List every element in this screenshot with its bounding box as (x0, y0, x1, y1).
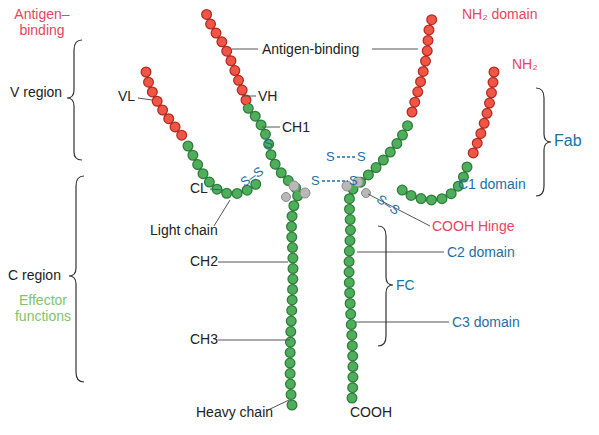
right-light-variable (470, 72, 494, 160)
domain-label: CL (190, 180, 208, 196)
terminus-label: COOH (350, 404, 392, 420)
v-region-brace (67, 40, 82, 160)
leader-line (356, 322, 449, 323)
disulfide-label: S–S (373, 191, 402, 218)
region-label: C region (8, 267, 61, 283)
leader-line (232, 49, 258, 50)
fc-brace (378, 226, 393, 346)
sulfur-label: S (264, 136, 273, 152)
chain-label: Heavy chain (196, 404, 273, 420)
right-heavy-constant (349, 120, 410, 398)
right-heavy-variable (412, 12, 434, 112)
region-title: Antigen– binding (6, 6, 78, 38)
right-light-constant (400, 167, 467, 200)
leader-lines (138, 49, 449, 410)
domain-label: C1 domain (458, 176, 526, 192)
right-light-variable (470, 72, 494, 160)
sulfur-bead (362, 189, 371, 198)
leader-line (218, 340, 290, 341)
sulfur-bead (289, 181, 299, 191)
left-heavy-constant (248, 108, 300, 405)
domain-label: C3 domain (452, 314, 520, 330)
left-heavy-variable (206, 12, 246, 100)
leader-line (242, 96, 256, 97)
leader-line (210, 189, 222, 190)
left-heavy-variable (206, 12, 246, 100)
disulfide-label: S–S (237, 163, 266, 190)
leader-line (218, 262, 288, 263)
domain-label: CH3 (190, 331, 218, 347)
region-label: V region (10, 84, 62, 100)
terminus-label: NH₂ (512, 56, 538, 72)
terminus-label: NH₂ domain (462, 6, 537, 22)
sulfur-label: S (311, 173, 320, 189)
bead-outlines (146, 12, 494, 405)
sulfur-label: S (357, 149, 366, 165)
fragment-label: Fab (554, 133, 582, 149)
fragment-label: FC (396, 277, 415, 293)
right-heavy-constant (349, 120, 410, 398)
domain-label: VL (118, 88, 135, 104)
sulfur-label: S (349, 173, 358, 189)
left-heavy-constant (248, 108, 300, 405)
right-light-constant (400, 167, 467, 200)
domain-label: C2 domain (447, 244, 515, 260)
domain-label: VH (258, 88, 277, 104)
disulfide-bond (337, 156, 355, 157)
brackets (67, 40, 551, 382)
domain-label: CH1 (282, 119, 310, 135)
right-heavy-variable (412, 12, 434, 112)
chain-label: Light chain (150, 222, 218, 238)
left-light-variable (146, 72, 184, 138)
disulfide-bond (322, 180, 348, 181)
c-region-brace (69, 176, 84, 382)
left-light-variable (146, 72, 184, 138)
bead-chains (146, 12, 494, 405)
site-label: Antigen-binding (262, 41, 359, 57)
sulfur-bead (300, 188, 310, 198)
leader-line (357, 252, 444, 253)
fab-brace (536, 88, 551, 196)
bead-fills (146, 12, 494, 405)
leader-line (138, 98, 152, 100)
sulfur-bead (282, 193, 291, 202)
domain-label: CH2 (190, 253, 218, 269)
sulfur-label: S (326, 149, 335, 165)
hinge-label: COOH Hinge (432, 218, 514, 234)
function-label: Effector functions (10, 292, 76, 324)
leader-line (372, 49, 418, 50)
leader-line (262, 127, 280, 128)
